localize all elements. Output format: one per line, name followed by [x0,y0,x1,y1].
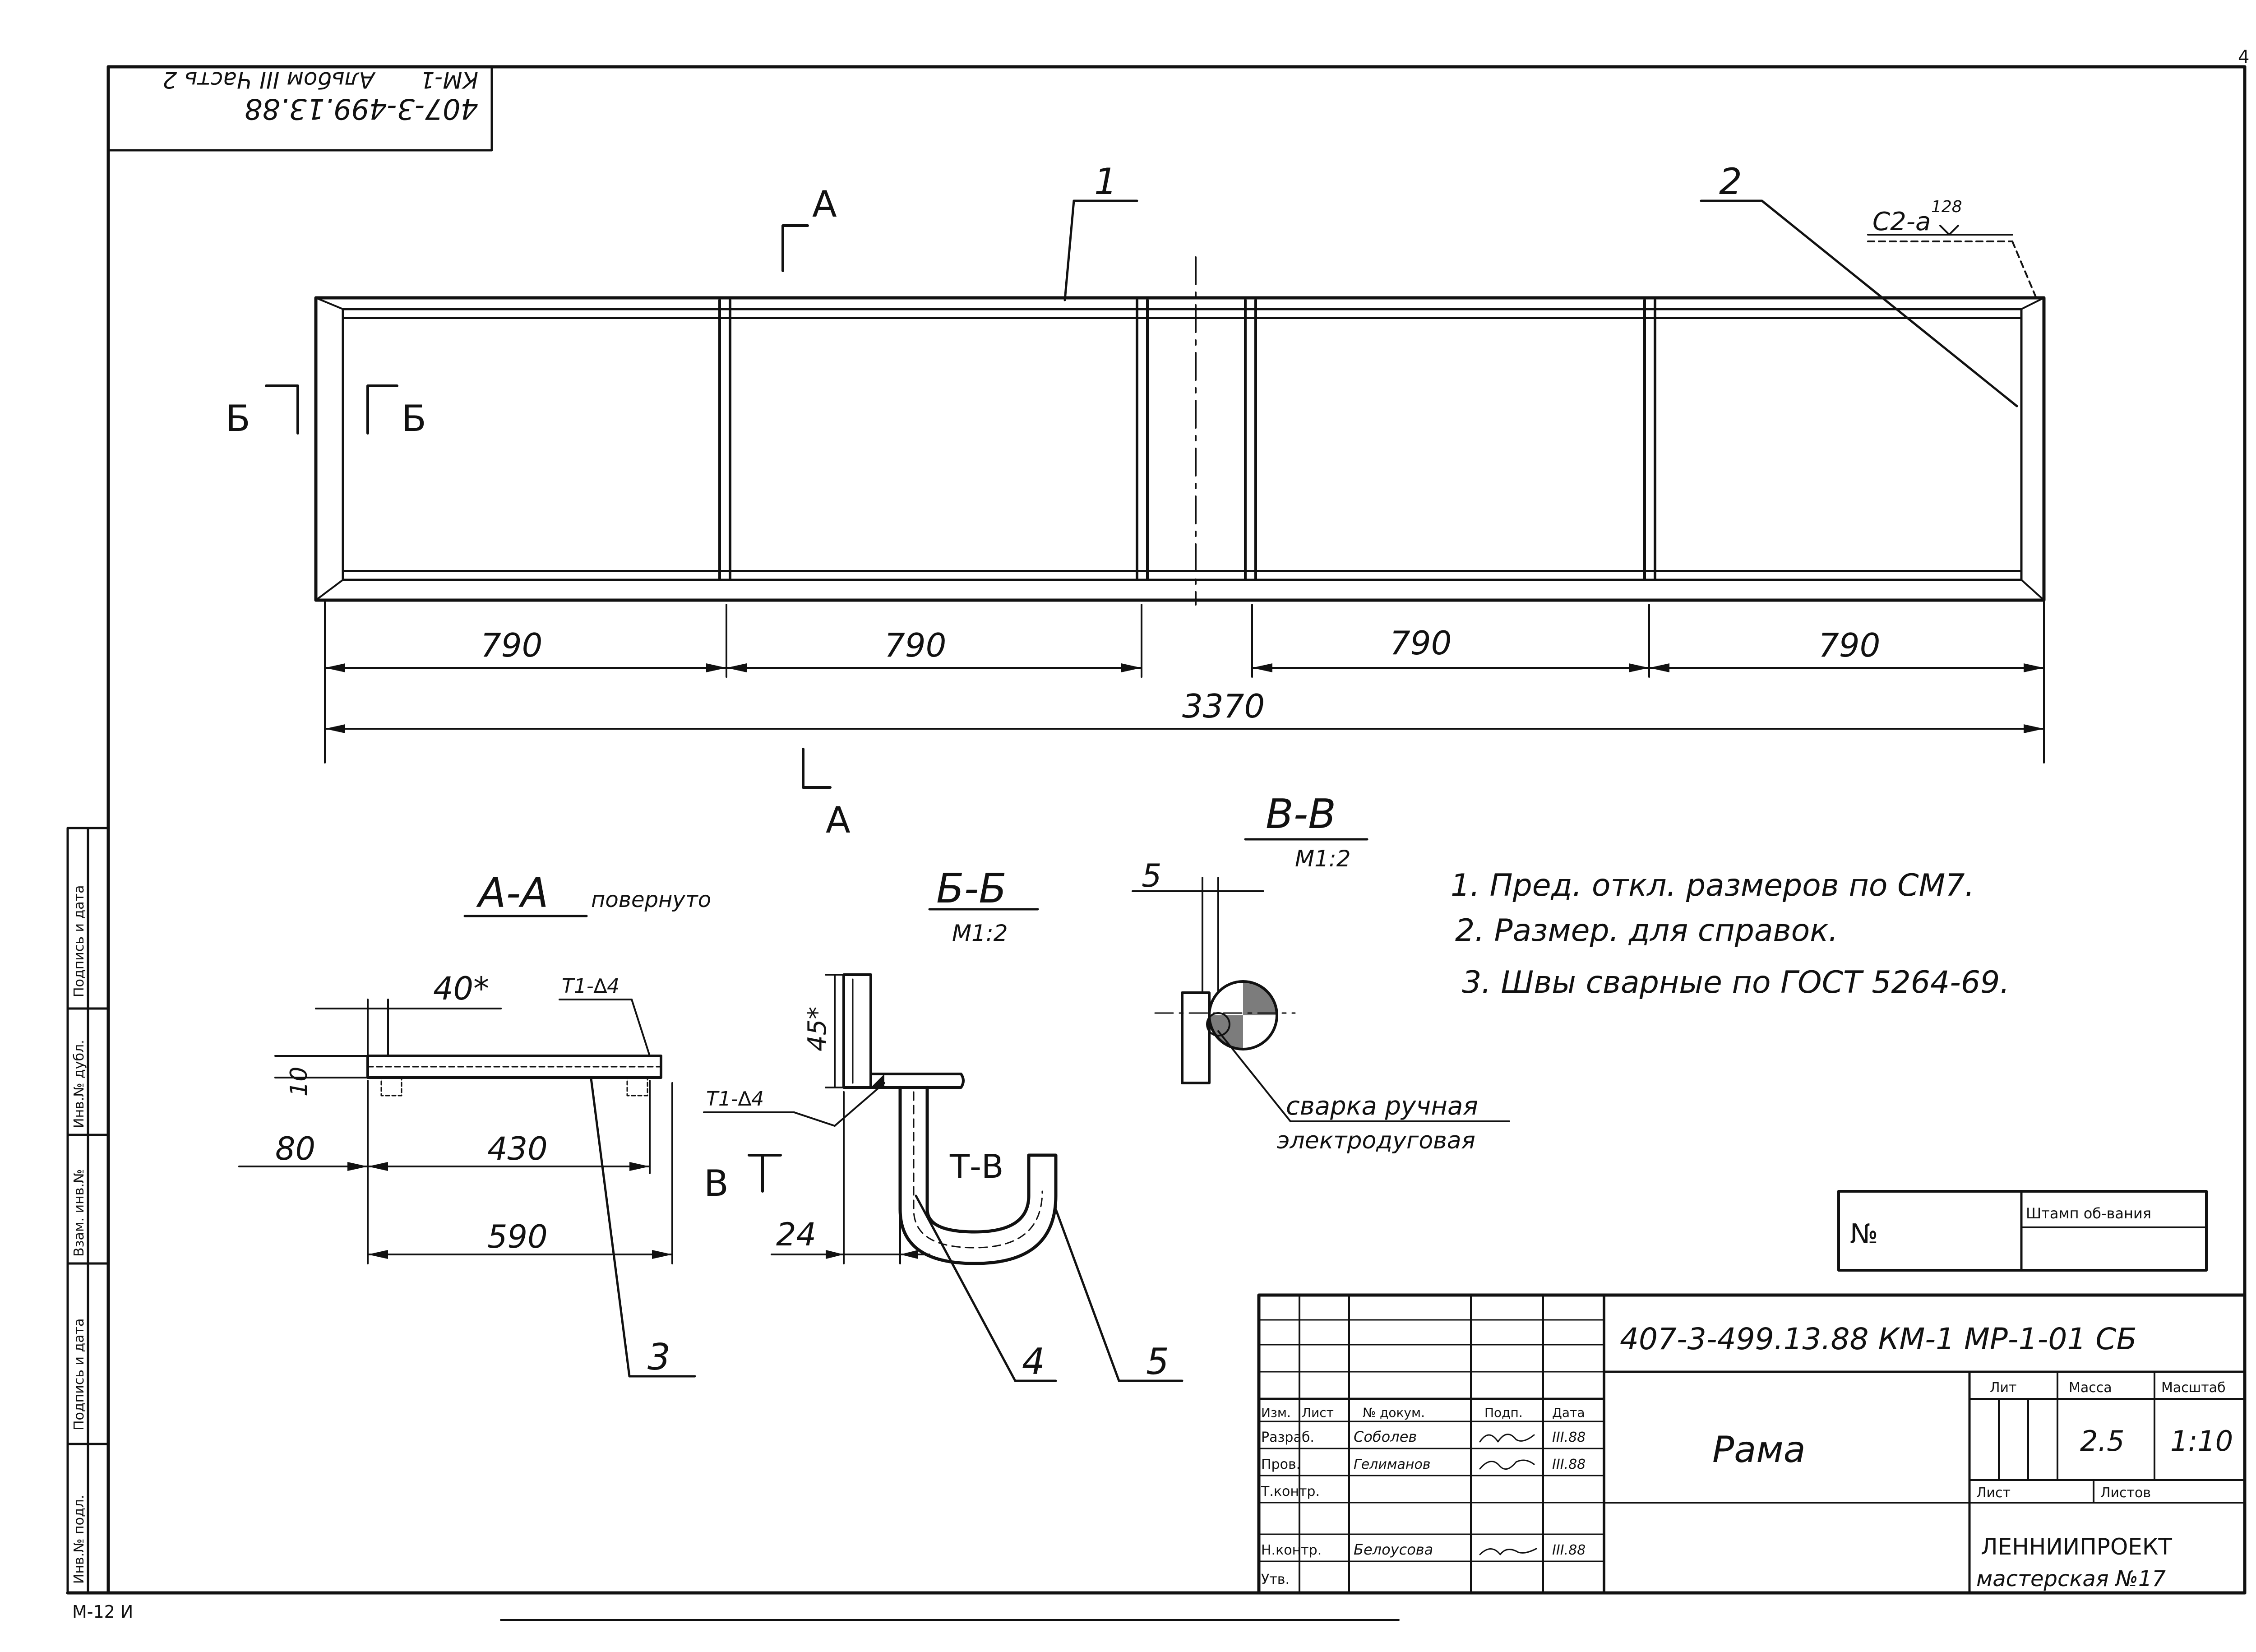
weld-callout-text: С2-а [1872,207,1931,236]
note-3: 3. Швы сварные по ГОСТ 5264-69. [1462,965,2010,1000]
section-bb-dim-24: 24 [776,1216,816,1253]
section-v-letter-right: Т-В [949,1148,1003,1185]
sheet-number: 4 [2238,47,2249,68]
section-aa-weld-mark: Т1-∆4 [562,975,619,998]
dim-span-1: 790 [481,626,542,664]
tb-col-doc: № докум. [1363,1405,1425,1420]
section-vv-callout-2: электродуговая [1277,1127,1475,1154]
strip-inv-dubl: Инв.№ дубл. [71,1040,87,1128]
corner-stamp: 407-3-499.13.88 Альбом III Часть 2 КМ-1 [107,65,493,152]
corner-stamp-album: Альбом III Часть 2 [162,67,376,93]
tb-col-sign: Подп. [1484,1405,1523,1420]
section-bb-dim-45: 45* [803,1007,832,1051]
tb-row-tkontr-role: Т.контр. [1261,1484,1320,1499]
note-2: 2. Размер. для справок. [1455,913,1838,949]
position-3-label: 3 [647,1336,670,1378]
left-strip: Подпись и дата Инв.№ дубл. Взам. инв.№ П… [66,827,110,1594]
tb-row-nkontr-name: Белоусова [1354,1541,1433,1558]
position-4-label: 4 [1022,1341,1045,1383]
tb-lit-label: Лит [1990,1380,2017,1396]
position-1-callout: 1 [1063,161,1138,301]
section-bb-weld-mark: Т1-∆4 [706,1087,764,1111]
tb-designation: 407-3-499.13.88 КМ-1 МР-1-01 СБ [1620,1322,2137,1356]
section-a-marker-top: А [781,183,837,272]
dim-span-2: 790 [884,626,946,664]
tb-row-prov-role: Пров. [1261,1457,1300,1472]
section-aa-title: А-А [476,870,549,917]
small-table: № Штамп об-вания [1837,1190,2208,1272]
tb-row-prov-name: Гелиманов [1354,1457,1431,1472]
section-aa-dim-430: 430 [487,1130,548,1167]
section-vv-scale: М1:2 [1295,846,1351,872]
position-1-label: 1 [1094,161,1117,203]
strip-inv-podl: Инв.№ подл. [71,1495,87,1584]
section-a-letter-bottom: А [826,799,851,841]
notes-block: 1. Пред. откл. размеров по СМ7. 2. Разме… [1451,868,2010,1000]
corner-stamp-code: 407-3-499.13.88 [245,93,478,125]
tb-scale-value: 1:10 [2170,1425,2233,1458]
dim-overall: 3370 [1182,687,1265,725]
tb-sheets-label: Листов [2100,1485,2151,1501]
section-aa-dim-590: 590 [487,1218,548,1255]
note-1: 1. Пред. откл. размеров по СМ7. [1451,868,1974,903]
title-block: Изм. Лист № докум. Подп. Дата Разраб. Со… [1257,1293,2247,1595]
section-b-marker-right: Б [366,384,426,440]
tb-name: Рама [1712,1429,1806,1471]
section-a-letter-top: А [812,183,837,225]
section-aa-note: повернуто [591,887,711,912]
section-a-marker-bottom: А [802,748,851,841]
section-vv: В-В М1:2 5 сварка ручная электродуговая [1132,791,1510,1154]
section-vv-title: В-В [1266,791,1336,838]
tb-row-utv-role: Утв. [1261,1572,1290,1587]
section-b-letter-left: Б [226,398,250,440]
tb-mass-value: 2.5 [2080,1425,2125,1458]
tb-scale-label: Масштаб [2161,1380,2226,1396]
position-5-label: 5 [1146,1341,1169,1383]
tb-organization: ЛЕННИИПРОЕКТ [1981,1534,2172,1560]
format-mark: М-12 И [72,1602,133,1622]
weld-callout-sup: 128 [1931,198,1962,216]
tb-col-date: Дата [1552,1405,1585,1420]
tb-row-razrab-name: Соболев [1354,1428,1417,1445]
section-aa-dim-80: 80 [275,1130,315,1167]
section-aa-height: 10 [286,1067,313,1097]
main-dimensions: 790 790 790 790 3370 [324,599,2045,764]
strip-sign-date-2: Подпись и дата [71,1319,87,1431]
section-b-letter-right: Б [402,398,426,440]
weld-callout-c2: С2-а 128 [1867,198,2038,301]
section-b-marker-left: Б [226,384,299,440]
sheet-frame [66,65,2247,1621]
strip-sign-date-1: Подпись и дата [71,885,87,998]
position-2-label: 2 [1719,161,1742,203]
dim-span-3: 790 [1390,624,1452,662]
position-2-callout: 2 [1700,161,2018,407]
section-bb-title: Б-Б [936,865,1007,912]
section-vv-callout-1: сварка ручная [1286,1092,1478,1121]
tb-workshop: мастерская №17 [1976,1566,2166,1592]
tb-col-list: Лист [1302,1405,1334,1420]
section-bb-scale: М1:2 [952,920,1008,946]
tb-col-izm: Изм. [1261,1405,1291,1420]
tb-row-prov-date: III.88 [1552,1457,1586,1472]
tb-row-nkontr-role: Н.контр. [1261,1542,1322,1558]
tb-row-razrab-date: III.88 [1552,1430,1586,1445]
tb-row-razrab-role: Разраб. [1261,1430,1314,1445]
small-table-no: № [1850,1218,1878,1250]
tb-row-nkontr-date: III.88 [1552,1542,1586,1558]
section-aa: А-А повернуто Т1-∆4 40* 10 80 430 [238,870,711,1378]
section-bb: Б-Б М1:2 45* Т1-∆4 В Т-В 24 [703,865,1183,1383]
dim-span-4: 790 [1818,626,1880,664]
tb-mass-label: Масса [2069,1380,2112,1396]
section-aa-dim-40: 40* [433,970,489,1007]
small-table-stamp: Штамп об-вания [2026,1205,2151,1222]
corner-stamp-km: КМ-1 [421,67,479,93]
strip-vzam-inv: Взам. инв.№ [71,1169,87,1257]
frame-main-view [314,256,2046,606]
tb-sheet-label: Лист [1976,1485,2011,1501]
section-v-letter-left: В [704,1162,729,1204]
section-vv-dim-5: 5 [1142,857,1162,894]
